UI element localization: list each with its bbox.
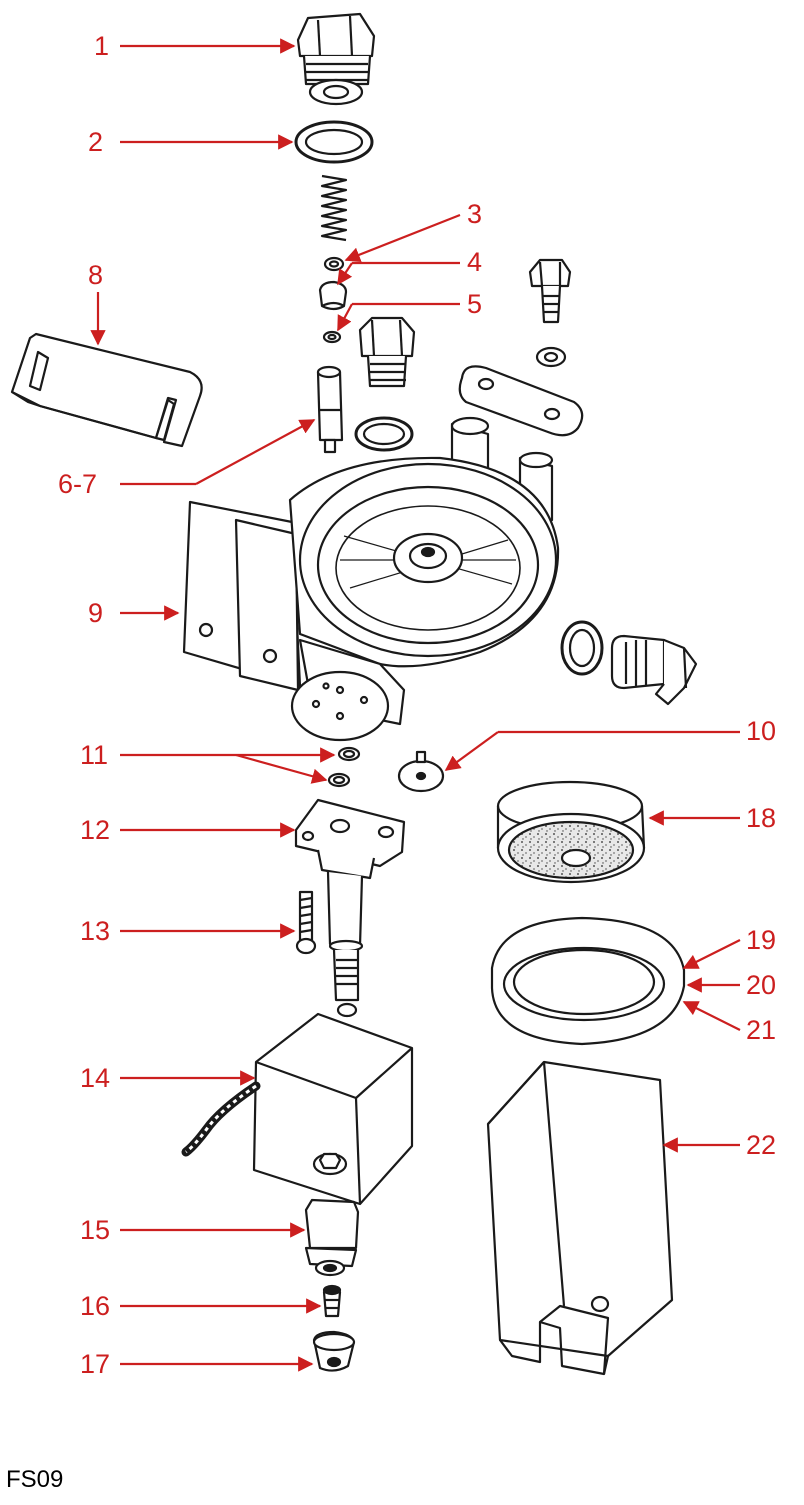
leader-11b [235, 753, 328, 784]
leader-4b [337, 262, 353, 286]
callout-19: 19 [746, 925, 777, 955]
callout-5: 5 [467, 289, 483, 319]
part-4-plunger-tip [318, 280, 348, 311]
callout-6-7: 6-7 [58, 469, 98, 499]
part-3-small-washer [323, 256, 345, 272]
callout-21: 21 [746, 1015, 777, 1045]
part-17-cap-nut [312, 1330, 356, 1372]
callout-18: 18 [746, 803, 777, 833]
spring [320, 174, 348, 242]
callout-12: 12 [80, 815, 111, 845]
part-18-filter-element [496, 780, 646, 884]
leader-10b [444, 731, 499, 771]
part-2-ring-gasket [294, 120, 374, 164]
callout-9: 9 [88, 598, 104, 628]
callout-leaders [90, 38, 741, 1372]
leader-67b [195, 419, 316, 485]
part-10-screen-disc [397, 750, 445, 793]
part-14-solenoid-coil [181, 1012, 414, 1206]
part-12-solenoid-base [294, 798, 406, 1018]
callout-13: 13 [80, 916, 111, 946]
drain-plug [560, 620, 698, 706]
part-6-7-stem [316, 365, 344, 454]
mounting-bracket-plate [458, 365, 584, 437]
callout-10: 10 [746, 716, 777, 746]
part-11-o-rings [327, 746, 361, 788]
callout-4: 4 [467, 247, 483, 277]
callout-8: 8 [88, 260, 104, 290]
leader-19 [682, 939, 741, 969]
figure-id-label: FS09 [6, 1466, 64, 1493]
part-15-coil-nut [304, 1198, 360, 1277]
callout-2: 2 [88, 127, 104, 157]
part-1-hex-cap-plug [296, 12, 376, 106]
mounting-bolt [528, 258, 572, 368]
leader-21 [682, 1001, 741, 1031]
leader-3 [344, 213, 461, 263]
callout-3: 3 [467, 199, 483, 229]
part-19-21-seal-rings [490, 916, 686, 1046]
callout-11: 11 [80, 740, 109, 770]
callout-1: 1 [94, 31, 110, 61]
part-22-cover-box [486, 1060, 674, 1376]
part-8-shield-plate [10, 332, 203, 448]
callout-16: 16 [80, 1291, 111, 1321]
part-13-screw [295, 890, 317, 955]
part-5-small-o-ring [322, 330, 342, 344]
callout-17: 17 [80, 1349, 111, 1379]
leader-5b [337, 303, 353, 332]
callout-15: 15 [80, 1215, 111, 1245]
callout-22: 22 [746, 1130, 777, 1160]
part-9-valve-body [182, 416, 560, 742]
side-plug [354, 316, 416, 452]
callout-14: 14 [80, 1063, 111, 1093]
callout-20: 20 [746, 970, 777, 1000]
part-16-pin [322, 1284, 342, 1318]
